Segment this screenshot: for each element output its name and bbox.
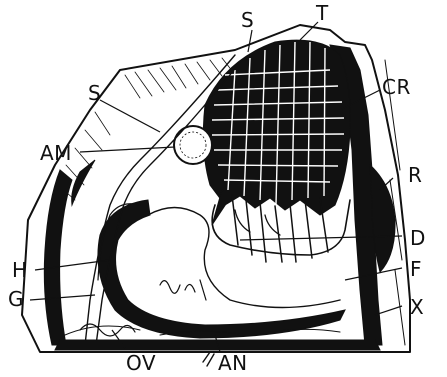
leader-S-left	[100, 100, 160, 132]
label-AM: AM	[40, 141, 72, 165]
crystalline-body	[203, 40, 350, 262]
AN-mark-icon	[203, 352, 214, 366]
leader-S-top	[248, 30, 252, 52]
label-X: X	[410, 295, 424, 319]
label-S-top: S	[241, 8, 254, 32]
label-F: F	[410, 257, 422, 281]
adductor-muscle	[174, 126, 212, 164]
label-H: H	[12, 258, 28, 282]
label-CR: CR	[382, 75, 411, 99]
leader-G	[30, 295, 95, 300]
label-R: R	[408, 163, 422, 187]
label-AN: AN	[218, 351, 248, 375]
label-OV: OV	[126, 351, 156, 375]
leader-AM	[80, 147, 175, 152]
label-T: T	[315, 1, 329, 25]
label-G: G	[8, 287, 24, 311]
label-D: D	[410, 226, 426, 250]
label-S-left: S	[88, 81, 101, 105]
